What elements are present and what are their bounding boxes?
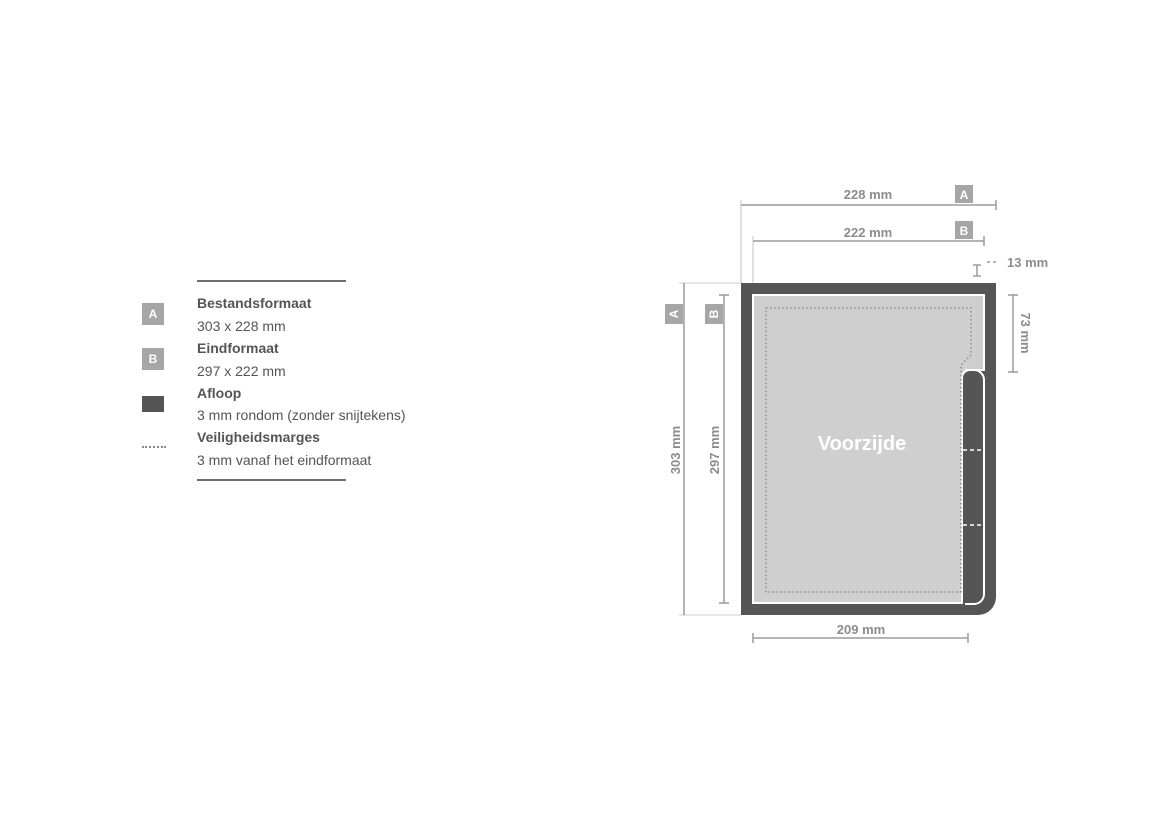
- legend-badge-b: B: [142, 348, 164, 370]
- badge-a-top-label: A: [960, 188, 969, 202]
- legend-swatch-afloop: [142, 396, 164, 412]
- legend-dotted-line-icon: [142, 446, 166, 448]
- center-label: Voorzijde: [818, 433, 907, 455]
- badge-b-top: [955, 221, 973, 239]
- legend-title-veiligheidsmarges: Veiligheidsmarges: [197, 429, 320, 445]
- dimension-height-a: [679, 282, 741, 616]
- legend-title-eindformaat: Eindformaat: [197, 340, 279, 356]
- legend-desc-afloop: 3 mm rondom (zonder snijtekens): [197, 407, 406, 423]
- dimension-tab-height: [1008, 294, 1018, 373]
- legend-desc-bestandsformaat: 303 x 228 mm: [197, 318, 286, 334]
- dimension-tab-height-label: 73 mm: [1018, 312, 1033, 353]
- dimension-height-a-label: 303 mm: [668, 426, 683, 474]
- badge-a-left-label: A: [667, 309, 681, 318]
- legend: A Bestandsformaat 303 x 228 mm B Eindfor…: [0, 0, 420, 500]
- legend-top-rule: [197, 280, 346, 282]
- dimension-width-b: [752, 236, 985, 283]
- dimension-tab-offset: [973, 261, 998, 277]
- dimension-bottom-width: [752, 633, 969, 643]
- dimension-width-b-label: 222 mm: [844, 225, 892, 240]
- legend-title-bestandsformaat: Bestandsformaat: [197, 295, 312, 311]
- badge-a-top: [955, 185, 973, 203]
- tab-outline: [965, 369, 985, 605]
- legend-desc-veiligheidsmarges: 3 mm vanaf het eindformaat: [197, 452, 372, 468]
- legend-bottom-rule: [197, 479, 346, 481]
- badge-a-left: [665, 304, 683, 324]
- dimension-width-a: [740, 200, 997, 283]
- dimension-bottom-width-label: 209 mm: [837, 622, 885, 637]
- dimension-tab-offset-label: 13 mm: [1007, 255, 1048, 270]
- dimension-height-b: [719, 294, 729, 604]
- dimension-width-a-label: 228 mm: [844, 187, 892, 202]
- badge-b-top-label: B: [960, 224, 969, 238]
- safety-margin: [765, 307, 972, 593]
- legend-desc-eindformaat: 297 x 222 mm: [197, 363, 286, 379]
- legend-badge-a: A: [142, 303, 164, 325]
- trim-area: [752, 294, 985, 604]
- badge-b-left-label: B: [707, 309, 721, 318]
- badge-b-left: [705, 304, 723, 324]
- legend-title-afloop: Afloop: [197, 385, 242, 401]
- dimension-height-b-label: 297 mm: [707, 426, 722, 474]
